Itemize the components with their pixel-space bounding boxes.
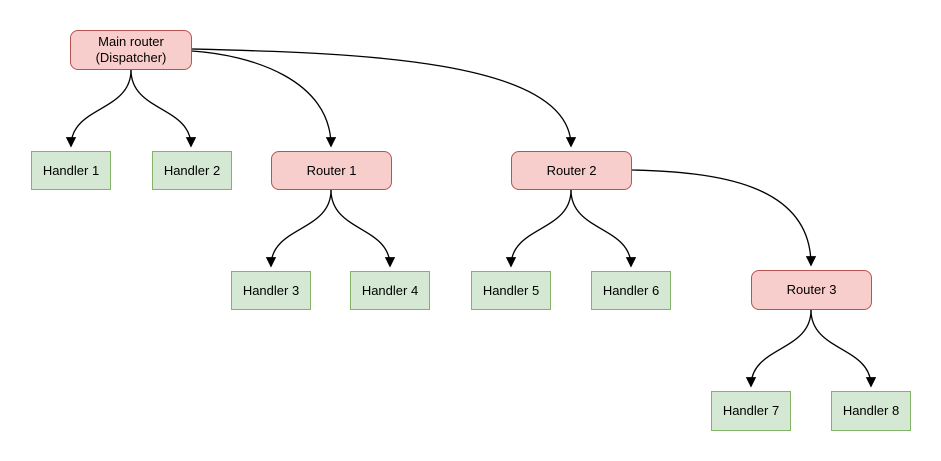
node-handler-5: Handler 5 bbox=[471, 271, 551, 310]
node-router-3: Router 3 bbox=[751, 270, 872, 310]
edge-router-2-to-handler-5 bbox=[505, 189, 572, 268]
node-router-1: Router 1 bbox=[271, 151, 392, 190]
edge-main-router-to-handler-2 bbox=[130, 69, 197, 148]
node-handler-1: Handler 1 bbox=[31, 151, 111, 190]
node-handler-7: Handler 7 bbox=[711, 391, 791, 431]
node-handler-8: Handler 8 bbox=[831, 391, 911, 431]
edge-main-router-to-router-2 bbox=[191, 48, 577, 148]
edge-router-2-to-handler-6 bbox=[570, 189, 637, 268]
edge-router-3-to-handler-7 bbox=[745, 309, 812, 388]
node-router-2: Router 2 bbox=[511, 151, 632, 190]
edge-router-3-to-handler-8 bbox=[810, 309, 877, 388]
edge-router-2-to-router-3 bbox=[631, 169, 817, 267]
node-handler-2: Handler 2 bbox=[152, 151, 232, 190]
edge-main-router-to-handler-1 bbox=[65, 69, 132, 148]
node-handler-4: Handler 4 bbox=[350, 271, 430, 310]
node-main-router: Main router (Dispatcher) bbox=[70, 30, 192, 70]
node-handler-6: Handler 6 bbox=[591, 271, 671, 310]
edge-main-router-to-router-1 bbox=[191, 50, 337, 148]
edge-router-1-to-handler-3 bbox=[265, 189, 332, 268]
edge-router-1-to-handler-4 bbox=[330, 189, 396, 268]
node-handler-3: Handler 3 bbox=[231, 271, 311, 310]
